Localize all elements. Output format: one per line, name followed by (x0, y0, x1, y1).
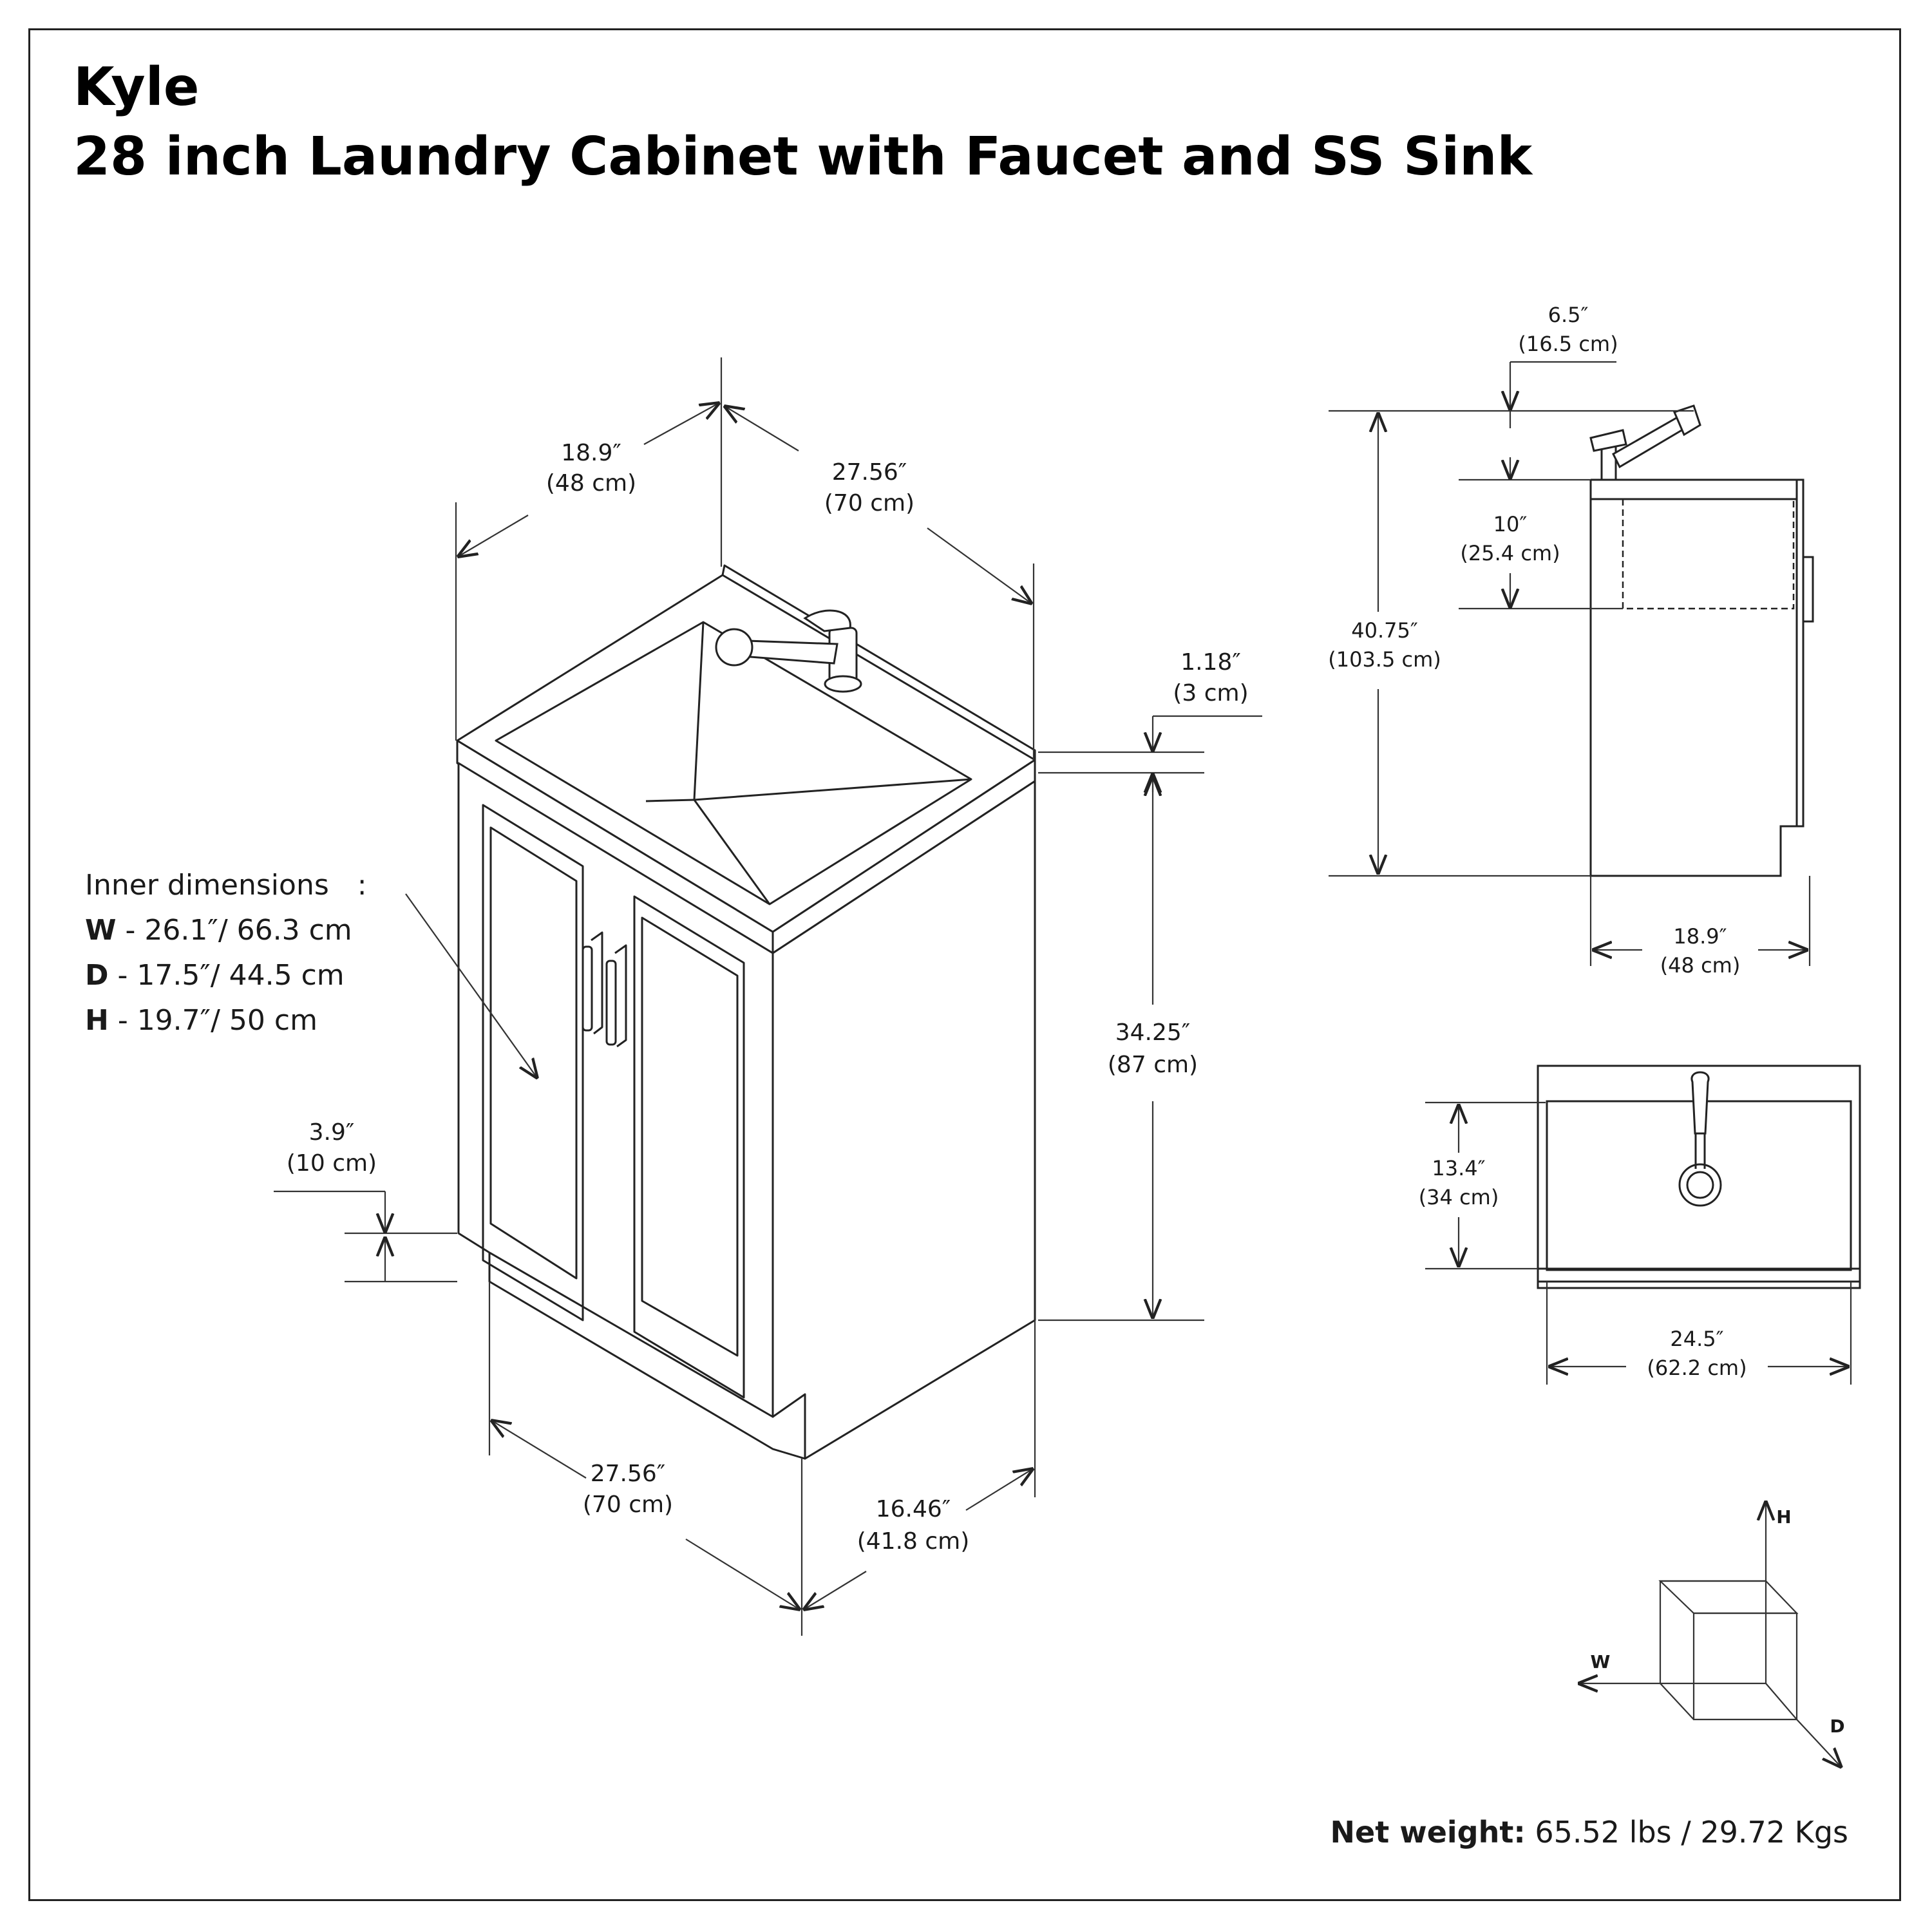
inner-width: W - 26.1″/ 66.3 cm (85, 914, 352, 947)
axis-label-d: D (1830, 1716, 1844, 1737)
dim-front-back-in: 13.4″ (1432, 1156, 1485, 1180)
dim-total-height-in: 40.75″ (1351, 618, 1418, 643)
dim-width-top-in: 27.56″ (832, 459, 907, 486)
dim-total-height-cm: (103.5 cm) (1328, 647, 1441, 672)
door-handle-left (591, 931, 603, 1035)
dim-sink-width-cm: (62.2 cm) (1647, 1356, 1747, 1380)
net-weight-label: Net weight: (1330, 1815, 1526, 1850)
dim-depth-top-cm: (48 cm) (546, 470, 636, 497)
dim-height-in: 34.25″ (1115, 1019, 1191, 1046)
dim-height-cm: (87 cm) (1108, 1052, 1198, 1078)
top-view (1537, 1065, 1861, 1289)
net-weight-value: 65.52 lbs / 29.72 Kgs (1535, 1815, 1848, 1850)
inner-depth: D - 17.5″/ 44.5 cm (85, 959, 345, 992)
isometric-cabinet (456, 564, 1036, 1460)
dim-front-back-cm: (34 cm) (1419, 1185, 1499, 1209)
axis-cube-icon (1578, 1501, 1842, 1768)
inner-height: H - 19.7″/ 50 cm (85, 1004, 317, 1037)
faucet-icon (715, 609, 862, 693)
dim-sink-depth-in: 10″ (1493, 512, 1528, 536)
dim-depth-bottom-in: 16.46″ (876, 1496, 951, 1522)
axis-label-w: W (1591, 1651, 1611, 1672)
dim-sink-depth-cm: (25.4 cm) (1460, 541, 1560, 565)
dim-toe-in: 3.9″ (309, 1119, 355, 1146)
axis-label-h: H (1776, 1506, 1791, 1528)
inner-dimensions-heading: Inner dimensions : (85, 869, 367, 902)
dim-toe-cm: (10 cm) (287, 1150, 377, 1177)
door-left (482, 804, 584, 1321)
dim-reach-in: 6.5″ (1548, 303, 1589, 327)
drawing-frame (28, 28, 1901, 1901)
net-weight: Net weight: 65.52 lbs / 29.72 Kgs (1331, 1815, 1849, 1850)
dim-side-depth-in: 18.9″ (1673, 924, 1727, 949)
brand-title: Kyle (73, 57, 200, 118)
dim-width-bottom-in: 27.56″ (591, 1461, 666, 1487)
dim-width-bottom-cm: (70 cm) (583, 1492, 673, 1518)
dim-width-top-cm: (70 cm) (824, 490, 914, 516)
side-view (1589, 404, 1814, 877)
inner-dimensions: Inner dimensions : W - 26.1″/ 66.3 cm D … (85, 863, 367, 1043)
dim-sink-width-in: 24.5″ (1670, 1327, 1723, 1351)
product-title: 28 inch Laundry Cabinet with Faucet and … (73, 126, 1533, 187)
dim-depth-top-in: 18.9″ (561, 440, 621, 466)
door-handle-right (614, 944, 627, 1048)
dim-counter-in: 1.18″ (1180, 649, 1241, 676)
dim-depth-bottom-cm: (41.8 cm) (857, 1528, 970, 1555)
dim-counter-cm: (3 cm) (1173, 680, 1248, 706)
dim-side-depth-cm: (48 cm) (1660, 953, 1741, 978)
door-right (633, 895, 745, 1399)
dim-reach-cm: (16.5 cm) (1518, 332, 1618, 356)
